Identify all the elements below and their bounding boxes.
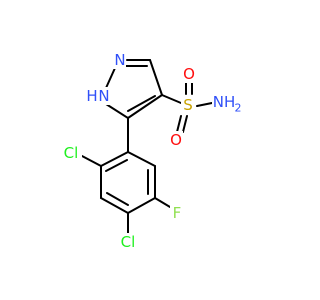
atom-f: F <box>170 204 184 222</box>
atom-nh2-label: NH <box>213 93 236 111</box>
bond-s-o-bottom <box>176 115 182 133</box>
bond-c4-c5 <box>127 94 163 119</box>
atom-n1: N H <box>86 87 114 105</box>
atom-cl-para: Cl <box>117 233 139 251</box>
bond-c4p-c5p <box>127 197 156 214</box>
atom-n2-label: N <box>114 51 125 69</box>
bond-c2p-cl-ortho <box>81 155 102 167</box>
bond-s-o-bottom-double <box>182 115 188 133</box>
molecule-structure: N N H S O O NH 2 Cl <box>60 51 244 251</box>
atom-o-bottom: O <box>169 131 183 149</box>
bond-c1p-c2p <box>100 151 129 167</box>
atom-o-top-label: O <box>183 65 195 83</box>
bond-c5p-f <box>154 197 171 208</box>
bond-c1p-c2p-double <box>105 159 128 172</box>
atom-nh2-subscript: 2 <box>235 102 242 115</box>
bond-c3-c4 <box>149 59 163 96</box>
atom-cl-ortho-label: Cl <box>64 144 79 162</box>
atom-n2: N <box>112 51 126 69</box>
bond-s-nh2 <box>196 102 213 107</box>
bond-c3p-c4p <box>100 197 129 214</box>
atom-f-label: F <box>173 204 182 222</box>
atom-s-label: S <box>183 96 193 114</box>
bond-c6p-c1p <box>127 151 156 167</box>
bond-c4-s <box>161 94 182 104</box>
atom-o-bottom-label: O <box>170 131 182 149</box>
atom-n1-label: N <box>98 87 109 105</box>
bond-c4-c5-double <box>127 95 156 112</box>
atom-cl-para-label: Cl <box>121 233 136 251</box>
atom-n1-hydrogen: H <box>86 87 97 105</box>
atom-cl-ortho: Cl <box>60 144 82 162</box>
bond-n1-n2 <box>105 67 116 89</box>
molecule-canvas: N N H S O O NH 2 Cl <box>60 51 244 251</box>
atom-nh2: NH 2 <box>212 93 244 115</box>
bond-c5-n1 <box>105 103 129 119</box>
bond-c3p-c4p-double <box>106 192 129 206</box>
atom-s: S <box>181 96 195 114</box>
atom-o-top: O <box>182 65 196 83</box>
